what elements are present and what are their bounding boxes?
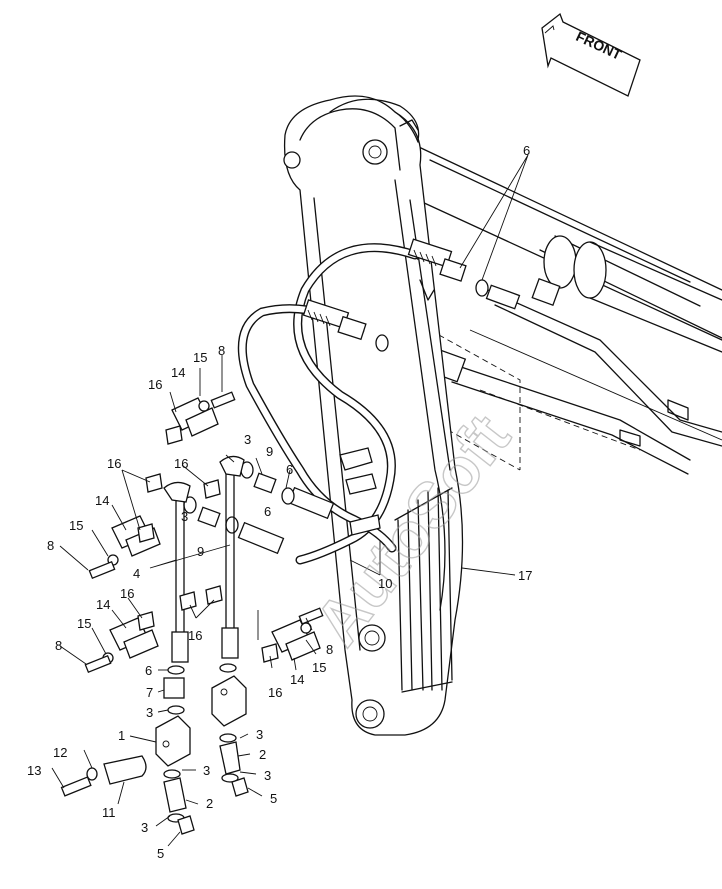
callout-9: 9	[197, 544, 204, 559]
callout-13: 13	[27, 763, 41, 778]
callout-3: 3	[141, 820, 148, 835]
steel-pipes	[163, 455, 245, 663]
callout-14: 14	[96, 597, 110, 612]
callout-16: 16	[120, 586, 134, 601]
callout-7: 7	[146, 685, 153, 700]
plate-and-bolt	[60, 755, 147, 797]
callout-10: 10	[378, 576, 392, 591]
callout-6: 6	[145, 663, 152, 678]
callout-15: 15	[77, 616, 91, 631]
callout-15: 15	[193, 350, 207, 365]
callout-17: 17	[518, 568, 532, 583]
leader-lines	[51, 154, 529, 847]
callout-3: 3	[181, 509, 188, 524]
clamp-set-right	[261, 607, 324, 663]
clamp-set-lower	[84, 585, 223, 674]
callout-16: 16	[268, 685, 282, 700]
callout-8: 8	[326, 642, 333, 657]
callout-8: 8	[47, 538, 54, 553]
callout-14: 14	[95, 493, 109, 508]
callout-3: 3	[256, 727, 263, 742]
callout-2: 2	[206, 796, 213, 811]
callout-5: 5	[270, 791, 277, 806]
callout-labels: 6 17 10 15 8 14 16 3 9 6 16 16 14 3 6 9 …	[27, 143, 532, 861]
callout-1: 1	[118, 728, 125, 743]
callout-3: 3	[264, 768, 271, 783]
callout-8: 8	[218, 343, 225, 358]
callout-9: 9	[266, 444, 273, 459]
clamp-set-middle	[88, 473, 221, 580]
boom-clamps	[339, 447, 381, 536]
hose-assembly	[237, 238, 467, 565]
callout-15: 15	[312, 660, 326, 675]
callout-2: 2	[259, 747, 266, 762]
callout-16: 16	[188, 628, 202, 643]
lower-fittings	[155, 663, 249, 835]
clamp-set-upper	[165, 391, 236, 445]
callout-6: 6	[286, 462, 293, 477]
callout-6: 6	[523, 143, 530, 158]
upper-fittings	[183, 279, 521, 534]
callout-3: 3	[146, 705, 153, 720]
callout-4: 4	[133, 566, 140, 581]
callout-5: 5	[157, 846, 164, 861]
callout-14: 14	[171, 365, 185, 380]
callout-16: 16	[148, 377, 162, 392]
callout-16: 16	[107, 456, 121, 471]
callout-3: 3	[203, 763, 210, 778]
callout-14: 14	[290, 672, 304, 687]
callout-16: 16	[174, 456, 188, 471]
boom-cylinder	[395, 139, 722, 475]
callout-6: 6	[264, 504, 271, 519]
front-direction-arrow: FRONT	[541, 12, 641, 97]
callout-3: 3	[244, 432, 251, 447]
callout-12: 12	[53, 745, 67, 760]
callout-11: 11	[102, 805, 116, 820]
callout-15: 15	[69, 518, 83, 533]
callout-8: 8	[55, 638, 62, 653]
